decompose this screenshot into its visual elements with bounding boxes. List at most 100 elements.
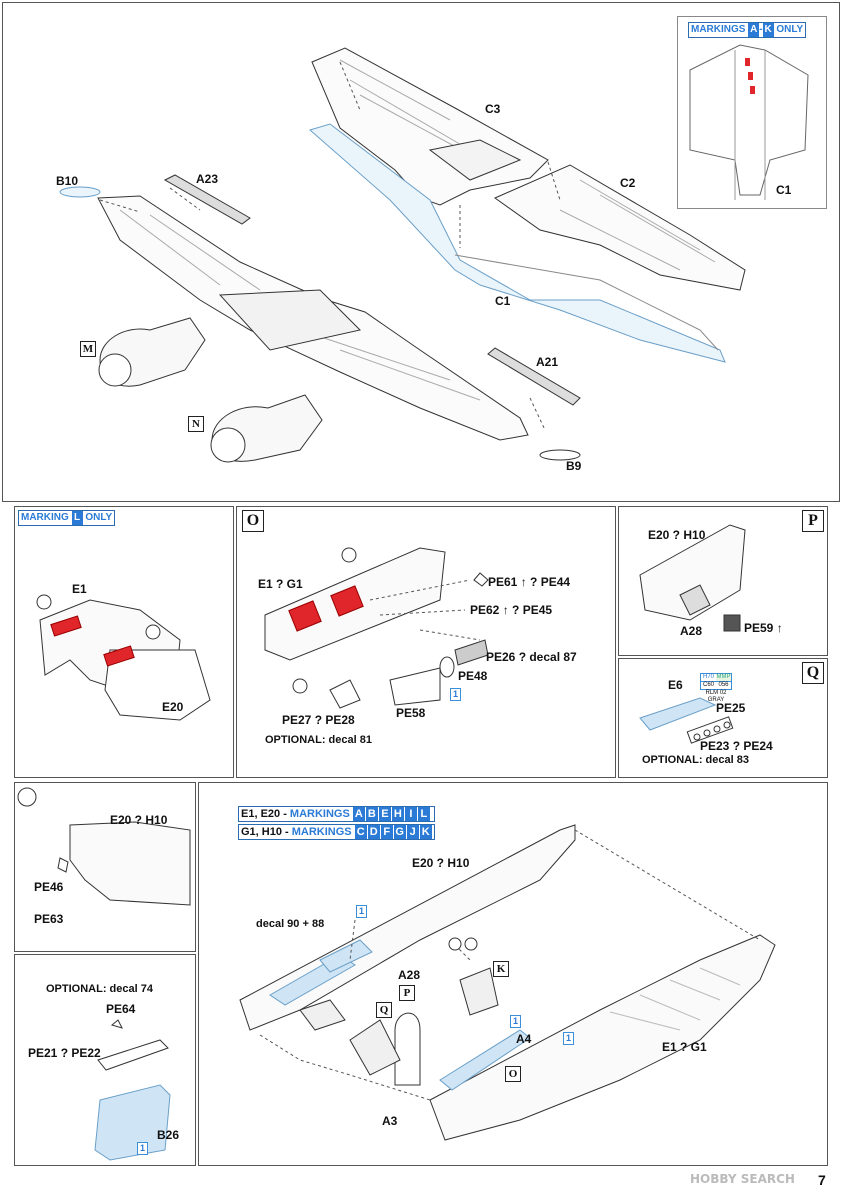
label-c1: C1 xyxy=(495,294,511,308)
row1-letter: E xyxy=(378,807,391,821)
panel-o-letter: O xyxy=(242,510,264,532)
color-chip: H70 MMP C60 056 RLM 02 GRAY xyxy=(700,673,732,704)
label-e1-g1: E1 ? G1 xyxy=(258,577,303,591)
label-pe26: PE26 ? decal 87 xyxy=(486,650,577,664)
label-b26: B26 xyxy=(157,1128,180,1142)
row1-letter: I xyxy=(404,807,417,821)
label-k-main: K xyxy=(493,961,509,977)
panel-p-drawing xyxy=(639,524,746,621)
label-pe59: PE59 ↑ xyxy=(744,621,783,635)
row2-letter: F xyxy=(380,825,393,839)
banner-to-letter: K xyxy=(762,23,774,37)
num-marker: 1 xyxy=(563,1032,574,1045)
row2-letter: C xyxy=(354,825,367,839)
row2-letter: G xyxy=(393,825,406,839)
part-b26-drawing xyxy=(94,1084,171,1161)
inset-label-c1: C1 xyxy=(776,183,792,197)
panel-small-detail xyxy=(14,782,196,952)
label-pe25: PE25 xyxy=(716,701,746,715)
chip-c60: C60 xyxy=(702,682,714,688)
part-e6-drawing xyxy=(639,697,717,731)
label-a28: A28 xyxy=(680,624,703,638)
label-decal-90-88: decal 90 + 88 xyxy=(256,918,325,930)
num-marker: 1 xyxy=(356,905,367,918)
chip-056: 056 xyxy=(718,682,729,688)
label-optional-decal-74: OPTIONAL: decal 74 xyxy=(46,983,153,995)
row1-letter: A xyxy=(352,807,365,821)
row2-word: MARKINGS xyxy=(291,826,352,838)
label-pe46: PE46 xyxy=(34,880,64,894)
part-b10-drawing xyxy=(59,186,101,198)
row1-prefix: E1, E20 - xyxy=(241,808,290,820)
banner-word: MARKINGS xyxy=(691,24,746,35)
panel-o xyxy=(236,506,616,778)
pe21-pe22-drawing xyxy=(97,1039,169,1071)
inset-markings-a-k xyxy=(677,16,827,209)
label-pe23-pe24: PE23 ? PE24 xyxy=(700,739,773,753)
banner-from-letter: A xyxy=(748,23,760,37)
row2-letter: K xyxy=(419,825,432,839)
label-a23: A23 xyxy=(196,172,219,186)
row2-prefix: G1, H10 - xyxy=(241,826,292,838)
part-e1-g1-drawing xyxy=(429,934,776,1141)
label-a3: A3 xyxy=(382,1114,398,1128)
page-number: 7 xyxy=(818,1172,826,1188)
label-pe63: PE63 xyxy=(34,912,64,926)
banner-letter: L xyxy=(71,511,83,525)
label-a4: A4 xyxy=(516,1032,532,1046)
label-e20-h10-main: E20 ? H10 xyxy=(412,856,470,870)
label-pe64: PE64 xyxy=(106,1002,136,1016)
label-a28-main: A28 xyxy=(398,968,421,982)
chip-mmp: MMP xyxy=(716,674,731,681)
num-marker: 1 xyxy=(510,1015,521,1028)
label-o-main: O xyxy=(505,1066,521,1082)
part-c2-drawing xyxy=(493,164,746,291)
part-c1-drawing xyxy=(308,123,726,363)
row2-letter: J xyxy=(406,825,419,839)
watermark: HOBBY SEARCH xyxy=(690,1172,795,1186)
row1-letter: H xyxy=(391,807,404,821)
panel-p xyxy=(618,506,828,656)
label-optional-decal-83: OPTIONAL: decal 83 xyxy=(642,754,749,766)
banner-suffix: ONLY xyxy=(85,512,113,523)
part-a21-drawing xyxy=(487,347,581,406)
panel-marking-l xyxy=(14,506,234,778)
label-e20-h10: E20 ? H10 xyxy=(648,528,706,542)
num-marker: 1 xyxy=(450,688,461,701)
label-pe58: PE58 xyxy=(396,706,426,720)
label-pe48: PE48 xyxy=(458,669,488,683)
label-a21: A21 xyxy=(536,355,559,369)
chip-gray: GRAY xyxy=(707,697,725,703)
label-p-main: P xyxy=(399,985,415,1001)
banner-markings-a-k: MARKINGS A-K ONLY xyxy=(688,22,807,38)
label-q-main: Q xyxy=(376,1002,392,1018)
row1-letter: B xyxy=(365,807,378,821)
banner-dash: - xyxy=(759,24,763,35)
label-e6: E6 xyxy=(668,678,683,692)
label-pe27-pe28: PE27 ? PE28 xyxy=(282,713,355,727)
label-optional-decal-81: OPTIONAL: decal 81 xyxy=(265,734,372,746)
label-e1-g1-main: E1 ? G1 xyxy=(662,1040,707,1054)
part-b9-drawing xyxy=(539,449,581,461)
row1-word: MARKINGS xyxy=(289,808,350,820)
label-pe61-pe44: PE61 ↑ ? PE44 xyxy=(488,575,571,589)
top-panel xyxy=(2,2,840,502)
label-e20-h10-small: E20 ? H10 xyxy=(110,813,168,827)
banner-suffix: ONLY xyxy=(776,24,804,35)
panel-q xyxy=(618,658,828,778)
label-c3: C3 xyxy=(485,102,501,116)
label-e1: E1 xyxy=(72,582,87,596)
banner-word: MARKING xyxy=(21,512,69,523)
row1-letter: L xyxy=(417,807,430,821)
panel-p-letter: P xyxy=(802,510,824,532)
panel-b26 xyxy=(14,954,196,1166)
num-marker: 1 xyxy=(137,1142,148,1155)
row2-letter: D xyxy=(367,825,380,839)
part-a23-drawing xyxy=(163,174,251,225)
label-b10: B10 xyxy=(56,174,79,188)
chip-rlm: RLM 02 xyxy=(705,690,727,696)
main-fuselage-panel xyxy=(198,782,828,1166)
